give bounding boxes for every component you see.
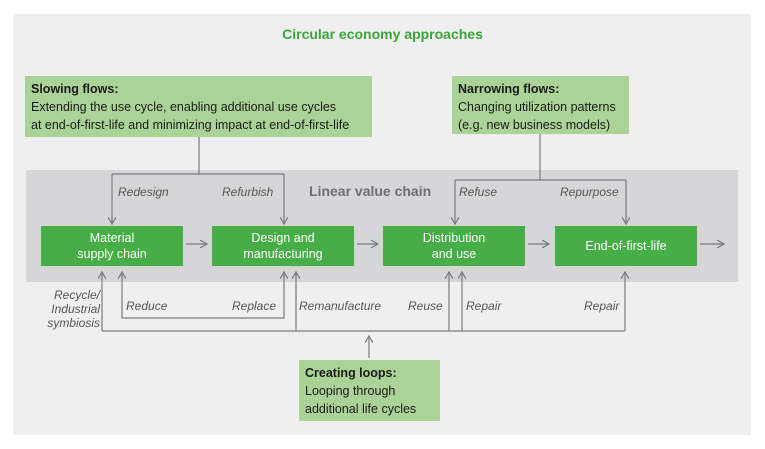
label-recycle-line2: Industrial [51, 302, 100, 316]
stage-end-of-first-life: End-of-first-life [555, 226, 697, 266]
label-recycle-line1: Recycle/ [53, 288, 100, 302]
creating-loops-note: Creating loops: Looping through addition… [299, 360, 440, 421]
label-repurpose: Repurpose [560, 185, 619, 199]
creating-loops-line1: Looping through [305, 384, 396, 398]
stage-material-supply-chain: Material supply chain [41, 226, 183, 266]
label-repair-eol: Repair [584, 299, 620, 313]
creating-loops-heading: Creating loops: [305, 366, 397, 380]
label-repair-distribution: Repair [466, 299, 502, 313]
label-reuse: Reuse [408, 299, 443, 313]
label-refurbish: Refurbish [222, 185, 274, 199]
slowing-flows-line2: at end-of-first-life and minimizing impa… [31, 118, 350, 132]
stage-material-line2: supply chain [77, 247, 147, 261]
stage-distribution-use: Distribution and use [383, 226, 525, 266]
linear-value-chain-title: Linear value chain [309, 183, 432, 199]
label-refuse: Refuse [459, 185, 498, 199]
diagram-title: Circular economy approaches [282, 26, 483, 42]
narrowing-flows-line1: Changing utilization patterns [458, 100, 616, 114]
label-recycle-industrial-symbiosis: Recycle/ Industrial symbiosis [46, 288, 100, 330]
stage-design-line1: Design and [251, 231, 315, 245]
reduce-replace-loop [121, 272, 285, 319]
label-remanufacture: Remanufacture [299, 299, 382, 313]
stage-material-line1: Material [89, 231, 135, 245]
narrowing-connector [455, 134, 626, 181]
narrowing-flows-heading: Narrowing flows: [458, 82, 560, 96]
label-redesign: Redesign [118, 185, 169, 199]
narrowing-flows-note: Narrowing flows: Changing utilization pa… [452, 76, 629, 134]
slowing-flows-line1: Extending the use cycle, enabling additi… [31, 100, 337, 114]
stage-design-manufacturing: Design and manufacturing [212, 226, 354, 266]
narrowing-flows-line2: (e.g. new business models) [458, 118, 611, 132]
slowing-flows-note: Slowing flows: Extending the use cycle, … [25, 76, 372, 137]
label-replace: Replace [232, 299, 277, 313]
stage-distribution-line1: Distribution [422, 231, 486, 245]
label-recycle-line3: symbiosis [47, 316, 100, 330]
slowing-connector [112, 137, 284, 175]
creating-loops-line2: additional life cycles [305, 402, 417, 416]
stage-eol-line1: End-of-first-life [585, 239, 667, 253]
stage-distribution-line2: and use [431, 247, 477, 261]
label-reduce: Reduce [126, 299, 168, 313]
stage-design-line2: manufacturing [243, 247, 323, 261]
slowing-flows-heading: Slowing flows: [31, 82, 119, 96]
